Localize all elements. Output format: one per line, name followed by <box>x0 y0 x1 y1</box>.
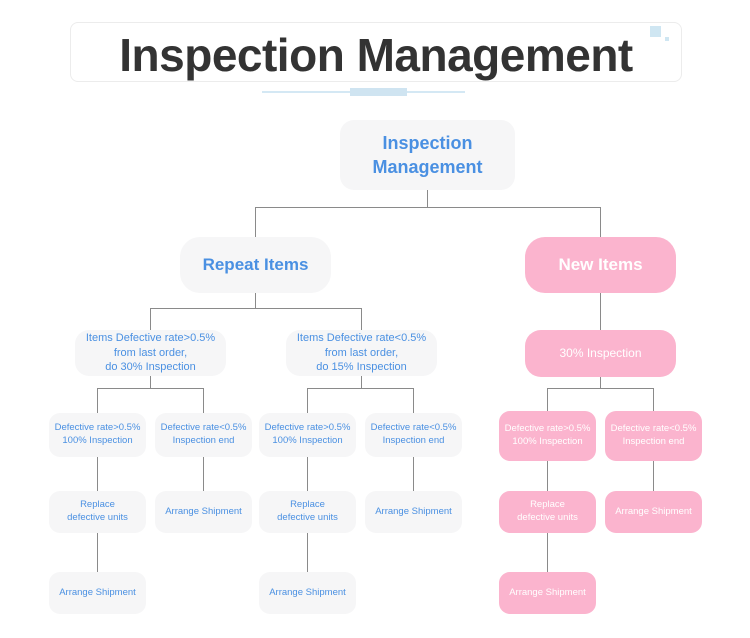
node-l6-new-ship[interactable]: Arrange Shipment <box>499 572 596 614</box>
connector-level4-bus-b <box>307 388 413 389</box>
connector-to-new-items <box>600 207 601 237</box>
node-l4-repeat-low-under[interactable]: Defective rate<0.5% Inspection end <box>365 413 462 457</box>
node-l4-new-over[interactable]: Defective rate>0.5% 100% Inspection <box>499 411 596 461</box>
connector-repeat-down <box>255 293 256 308</box>
connector-l4e-to-l5e <box>547 461 548 491</box>
connector-root-down <box>427 190 428 207</box>
node-repeat-items[interactable]: Repeat Items <box>180 237 331 293</box>
node-l5-repeat-low-replace[interactable]: Replace defective units <box>259 491 356 533</box>
node-l5-new-ship[interactable]: Arrange Shipment <box>605 491 702 533</box>
connector-to-repeat-items <box>255 207 256 237</box>
decorative-square-large-icon <box>650 26 661 37</box>
connector-repeat-low-down <box>361 376 362 388</box>
node-repeat-low-defect[interactable]: Items Defective rate<0.5% from last orde… <box>286 330 437 376</box>
connector-to-repeat-low <box>361 308 362 330</box>
node-l4-new-under[interactable]: Defective rate<0.5% Inspection end <box>605 411 702 461</box>
connector-level3-bus-left <box>150 308 361 309</box>
connector-l4d-to-l5d <box>413 457 414 491</box>
node-repeat-high-defect[interactable]: Items Defective rate>0.5% from last orde… <box>75 330 226 376</box>
node-new-items[interactable]: New Items <box>525 237 676 293</box>
connector-to-l4f <box>653 388 654 411</box>
connector-l4b-to-l5b <box>203 457 204 491</box>
connector-new-items-down <box>600 293 601 330</box>
node-l5-repeat-high-replace[interactable]: Replace defective units <box>49 491 146 533</box>
node-l6-repeat-low-ship[interactable]: Arrange Shipment <box>259 572 356 614</box>
decorative-square-small-icon <box>665 37 669 41</box>
connector-level4-bus-c <box>547 388 653 389</box>
node-l5-new-replace[interactable]: Replace defective units <box>499 491 596 533</box>
node-l5-repeat-high-ship[interactable]: Arrange Shipment <box>155 491 252 533</box>
page-title: Inspection Management <box>119 29 633 81</box>
connector-l4a-to-l5a <box>97 457 98 491</box>
connector-to-l4e <box>547 388 548 411</box>
node-l4-repeat-low-over[interactable]: Defective rate>0.5% 100% Inspection <box>259 413 356 457</box>
connector-to-l4b <box>203 388 204 413</box>
node-l4-repeat-high-under[interactable]: Defective rate<0.5% Inspection end <box>155 413 252 457</box>
node-inspection-management[interactable]: Inspection Management <box>340 120 515 190</box>
connector-l5e-to-l6e <box>547 533 548 572</box>
connector-l5a-to-l6a <box>97 533 98 572</box>
connector-l4c-to-l5c <box>307 457 308 491</box>
node-new-30-inspection[interactable]: 30% Inspection <box>525 330 676 377</box>
connector-level4-bus-a <box>97 388 203 389</box>
node-l5-repeat-low-ship[interactable]: Arrange Shipment <box>365 491 462 533</box>
connector-new30-down <box>600 377 601 388</box>
title-card <box>70 22 682 82</box>
connector-l4f-to-l5f <box>653 461 654 491</box>
connector-to-l4c <box>307 388 308 413</box>
connector-to-repeat-high <box>150 308 151 330</box>
connector-level2-bus <box>255 207 601 208</box>
node-l6-repeat-high-ship[interactable]: Arrange Shipment <box>49 572 146 614</box>
connector-repeat-high-down <box>150 376 151 388</box>
connector-to-l4a <box>97 388 98 413</box>
node-l4-repeat-high-over[interactable]: Defective rate>0.5% 100% Inspection <box>49 413 146 457</box>
connector-l5c-to-l6c <box>307 533 308 572</box>
connector-to-l4d <box>413 388 414 413</box>
title-rule-accent <box>350 88 407 96</box>
